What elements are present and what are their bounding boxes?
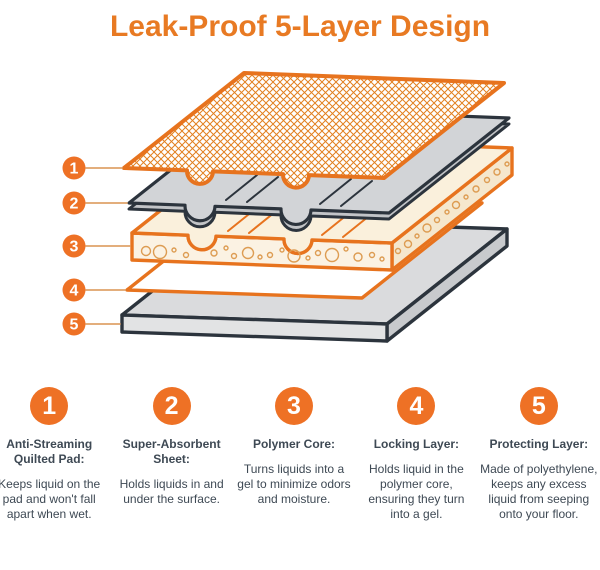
feature-3: 3 Polymer Core: Turns liquids into a gel… [233,386,355,523]
layer-1-quilted-mesh [122,70,506,190]
feature-2-heading: Super-Absorbent Sheet: [122,436,221,466]
page-title: Leak-Proof 5-Layer Design [109,10,491,43]
layer-marker-2-number: 2 [70,195,79,212]
feature-3-description: Turns liquids into a gel to minimize odo… [237,461,351,507]
feature-1-badge: 1 [30,386,69,425]
feature-2-description: Holds liquids in and under the surface. [119,476,224,507]
feature-3-heading: Polymer Core: [252,436,335,451]
feature-4-description: Holds liquid in the polymer core, ensuri… [368,461,465,522]
layer-marker-1-number: 1 [70,160,79,177]
layer-marker-4-number: 4 [70,282,79,299]
infographic: Leak-Proof 5-Layer Design [0,10,600,523]
layer-marker-3-number: 3 [70,238,79,255]
feature-5: 5 Protecting Layer: Made of polyethylene… [478,386,600,523]
feature-2-badge: 2 [152,386,191,425]
feature-1-description: Keeps liquid on the pad and won't fall a… [0,476,101,522]
layer-marker-4 [62,278,86,301]
layer-marker-2 [62,191,86,214]
sheet-accent-lines [225,173,373,207]
layer-marker-1 [62,156,86,179]
feature-1-heading: Anti-Streaming Quilted Pad: [6,436,93,466]
feature-list: 1 Anti-Streaming Quilted Pad: Keeps liqu… [0,377,600,523]
feature-4-heading: Locking Layer: [373,436,460,451]
feature-4-badge: 4 [397,386,436,425]
feature-2: 2 Super-Absorbent Sheet: Holds liquids i… [110,386,232,523]
feature-1: 1 Anti-Streaming Quilted Pad: Keeps liqu… [0,386,110,523]
layer-marker-5 [62,312,86,335]
feature-5-heading: Protecting Layer: [489,436,589,451]
layer-marker-3 [62,234,86,257]
feature-5-description: Made of polyethylene, keeps any excess l… [480,461,598,522]
feature-4: 4 Locking Layer: Holds liquid in the pol… [355,386,477,523]
layer-marker-5-number: 5 [70,316,79,333]
layer-diagram: 1 2 3 4 5 [62,70,514,343]
feature-5-badge: 5 [519,386,558,425]
core-bubbles [140,160,510,263]
layer-callouts: 1 2 3 4 5 [62,156,131,335]
feature-3-badge: 3 [274,386,313,425]
